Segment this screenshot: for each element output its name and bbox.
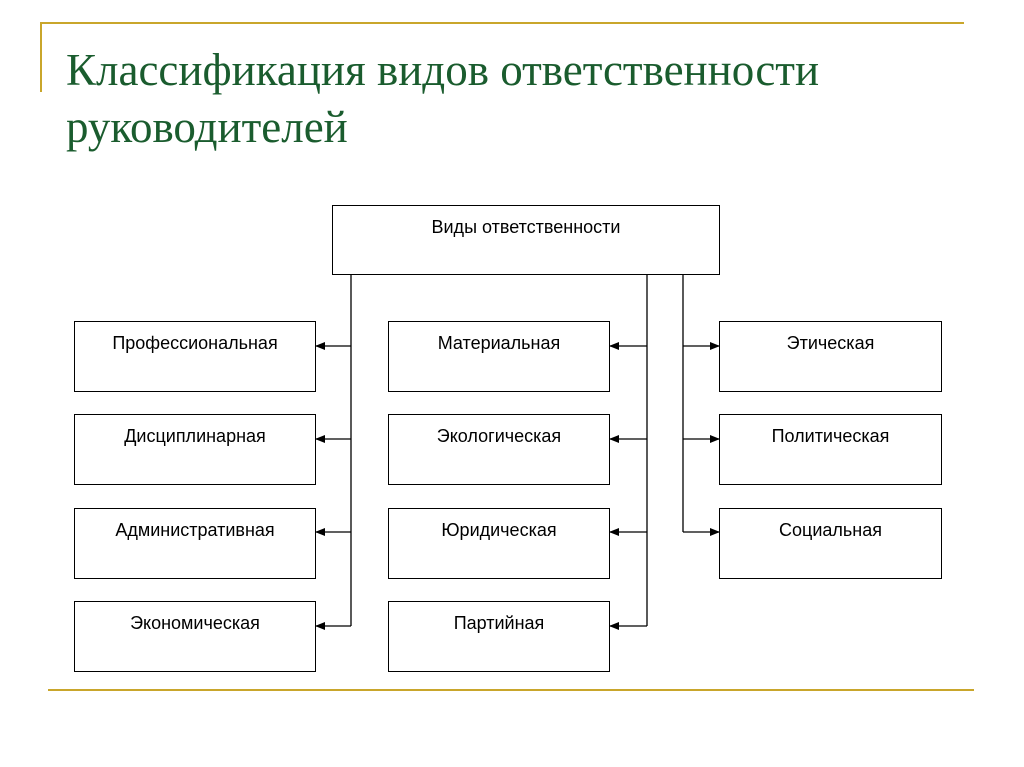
node-professional: Профессиональная: [74, 321, 316, 392]
node-administrative: Административная: [74, 508, 316, 579]
slide-title: Классификация видов ответственности руко…: [66, 45, 820, 152]
frame-line-top: [40, 22, 964, 24]
node-economic: Экономическая: [74, 601, 316, 672]
node-material: Материальная: [388, 321, 610, 392]
frame-line-left: [40, 22, 42, 92]
node-ecological: Экологическая: [388, 414, 610, 485]
node-political: Политическая: [719, 414, 942, 485]
node-legal: Юридическая: [388, 508, 610, 579]
frame-line-bottom: [48, 689, 974, 691]
node-root: Виды ответственности: [332, 205, 720, 275]
node-disciplinary: Дисциплинарная: [74, 414, 316, 485]
node-party: Партийная: [388, 601, 610, 672]
node-social: Социальная: [719, 508, 942, 579]
node-ethical: Этическая: [719, 321, 942, 392]
